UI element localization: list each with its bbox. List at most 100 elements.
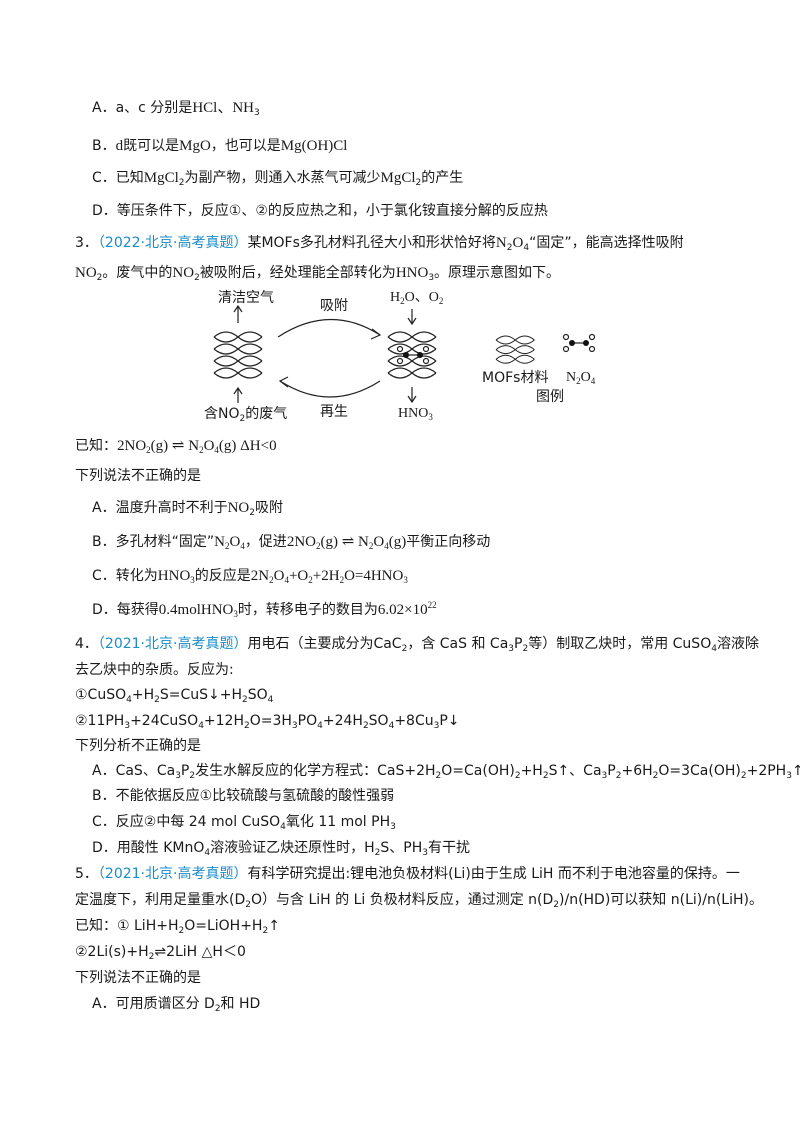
legend-n2o4-label: N2O4	[566, 370, 596, 386]
stem-text: 去乙炔中的杂质。反应为:	[75, 662, 234, 678]
formula: 0.4molHNO3	[158, 602, 238, 619]
subscript: 2	[415, 178, 422, 188]
stem-text: “固定”，能高选择性吸附	[529, 235, 684, 251]
q4-reaction-1: ①CuSO4+H2S=CuS↓+H2SO4	[75, 687, 274, 705]
equation: 2N2O4+O2+2H2O=4HNO3	[250, 568, 408, 585]
option-text: C．已知	[92, 170, 144, 186]
option-text: 的产生	[421, 170, 464, 186]
stem-text: 。废气中的	[102, 265, 173, 281]
q3-option-b: B．多孔材料“固定”N2O4，促进2NO2(g) ⇌ N2O4(g)平衡正向移动	[92, 532, 490, 552]
option-text: D．每获得	[92, 602, 159, 618]
adsorb-arrow	[277, 318, 381, 338]
mof-lattice-left	[213, 331, 263, 379]
q2-option-c: C．已知MgCl2为副产物，则通入水蒸气可减少MgCl2的产生	[92, 168, 463, 188]
q3-known: 已知：2NO2(g) ⇌ N2O4(g) ΔH<0	[75, 436, 277, 456]
formula: O	[512, 235, 524, 251]
label-clean-air: 清洁空气	[218, 290, 274, 306]
formula: d	[115, 138, 124, 154]
option-text: C．转化为	[92, 568, 158, 584]
q4-option-d: D．用酸性 KMnO4溶液验证乙炔还原性时，H2S、PH3有干扰	[92, 840, 470, 858]
option-text: ，也可以是	[210, 138, 281, 154]
label-adsorb: 吸附	[320, 298, 348, 314]
number: 6.02×1022	[377, 600, 437, 619]
q3-diagram: 清洁空气 吸附 H2O、O2 含NO2的废气 再生 HNO3 MOFs材料 N2…	[200, 285, 620, 425]
subscript: 2	[506, 243, 513, 253]
q2-option-a: A．a、c 分别是HCl、NH3	[92, 98, 260, 118]
q4-option-a: A．CaS、Ca3P2发生水解反应的化学方程式：CaS+2H2O=Ca(OH)2…	[92, 763, 800, 781]
formula: N	[495, 235, 507, 251]
subscript: 4	[523, 243, 530, 253]
subscript: 2	[96, 273, 103, 283]
subscript: 2	[178, 178, 185, 188]
option-text: B．多孔材料“固定”	[92, 534, 215, 550]
legend-mof-lattice	[495, 335, 535, 364]
stem-text: 某MOFs多孔材料孔径大小和形状恰好将	[247, 235, 496, 251]
legend-title: 图例	[536, 389, 564, 405]
regen-arrow	[279, 380, 381, 398]
label-h2o-o2: H2O、O2	[390, 290, 444, 306]
formula: HCl、NH	[192, 100, 254, 116]
subscript: 3	[253, 108, 260, 118]
stem-text: 被吸附后，经处理能全部转化为	[199, 265, 396, 281]
q4-stem-line2: 去乙炔中的杂质。反应为:	[75, 660, 234, 680]
q3-option-c: C．转化为HNO3的反应是2N2O4+O2+2H2O=4HNO3	[92, 566, 408, 586]
q5-ask: 下列说法不正确的是	[75, 970, 201, 986]
subscript: 3	[428, 273, 435, 283]
formula: NO	[227, 500, 250, 516]
label-hno3: HNO3	[398, 406, 433, 422]
option-text: 吸附	[254, 500, 283, 516]
formula: NO	[172, 265, 195, 281]
option-text: B．	[92, 138, 116, 154]
subscript: 2	[249, 508, 255, 518]
question-number: 5．	[75, 866, 98, 882]
q2-option-b: B．d既可以是MgO，也可以是Mg(OH)Cl	[92, 136, 347, 156]
option-text: D．等压条件下，反应①、②的反应热之和，小于氯化铵直接分解的反应热	[92, 203, 548, 219]
q5-known-2: ②2Li(s)+H2⇌2LiH △H＜0	[75, 944, 246, 962]
stem-text: ，含 CaS 和 Ca	[407, 636, 509, 652]
formula: HNO3	[157, 568, 195, 585]
q2-option-d: D．等压条件下，反应①、②的反应热之和，小于氯化铵直接分解的反应热	[92, 201, 548, 221]
formula: NO	[75, 265, 97, 281]
formula: MgCl	[380, 170, 416, 186]
legend-mofs-label: MOFs材料	[482, 370, 549, 386]
formula: MgCl	[143, 170, 179, 186]
stem-text: P	[514, 636, 523, 652]
stem-text: 。原理示意图如下。	[434, 265, 561, 281]
q4-option-b: B．不能依据反应①比较硫酸与氢硫酸的酸性强弱	[92, 788, 395, 804]
question-source: （2021·北京·高考真题）	[97, 636, 248, 652]
q5-stem-line2: 定温度下，利用足量重水(D2O）与含 LiH 的 Li 负极材料反应，通过测定 …	[75, 892, 763, 910]
subscript: 2	[194, 273, 200, 283]
option-text: A．a、c 分别是	[92, 100, 193, 116]
option-text: A．温度升高时不利于	[92, 500, 228, 516]
stem-text: 有科学研究提出:锂电池负极材料(Li)由于生成 LiH 而不利于电池容量的保持。…	[247, 866, 740, 882]
q3-option-a: A．温度升高时不利于NO2吸附	[92, 498, 283, 518]
q4-option-c: C．反应②中每 24 mol CuSO4氧化 11 mol PH3	[92, 814, 396, 832]
q5-option-a: A．可用质谱区分 D2和 HD	[92, 996, 261, 1014]
formula: Mg(OH)Cl	[280, 138, 348, 154]
question-number: 3．	[75, 235, 98, 251]
known-label: 已知：	[75, 438, 117, 454]
label-waste-gas: 含NO2的废气	[204, 406, 288, 424]
option-text: 为副产物，则通入水蒸气可减少	[184, 170, 381, 186]
question-number: 4．	[75, 636, 98, 652]
q3-ask: 下列说法不正确的是	[75, 466, 201, 486]
q5-stem-line1: 5．（2021·北京·高考真题）有科学研究提出:锂电池负极材料(Li)由于生成 …	[75, 864, 740, 884]
q5-known-1: 已知：① LiH+H2O=LiOH+H2↑	[75, 918, 280, 936]
option-text: 平衡正向移动	[406, 534, 491, 550]
stem-text: 溶液除	[716, 636, 759, 652]
ask-text: 下列说法不正确的是	[75, 468, 201, 484]
formula: MgO	[179, 138, 211, 154]
question-source: （2022·北京·高考真题）	[97, 235, 248, 251]
diagram-drawing	[213, 304, 596, 404]
label-regen: 再生	[320, 404, 348, 420]
question-source: （2021·北京·高考真题）	[97, 866, 248, 882]
q4-stem-line1: 4．（2021·北京·高考真题）用电石（主要成分为CaC2，含 CaS 和 Ca…	[75, 636, 759, 654]
equation: 2NO2(g) ⇌ N2O4(g)	[286, 534, 407, 551]
option-text: 既可以是	[123, 138, 180, 154]
q4-ask: 下列分析不正确的是	[75, 738, 201, 754]
q3-stem-line2: NO2。废气中的NO2被吸附后，经处理能全部转化为HNO3。原理示意图如下。	[75, 263, 560, 283]
option-text: ，促进	[244, 534, 287, 550]
formula: HNO	[395, 265, 429, 281]
option-text: 的反应是	[194, 568, 251, 584]
